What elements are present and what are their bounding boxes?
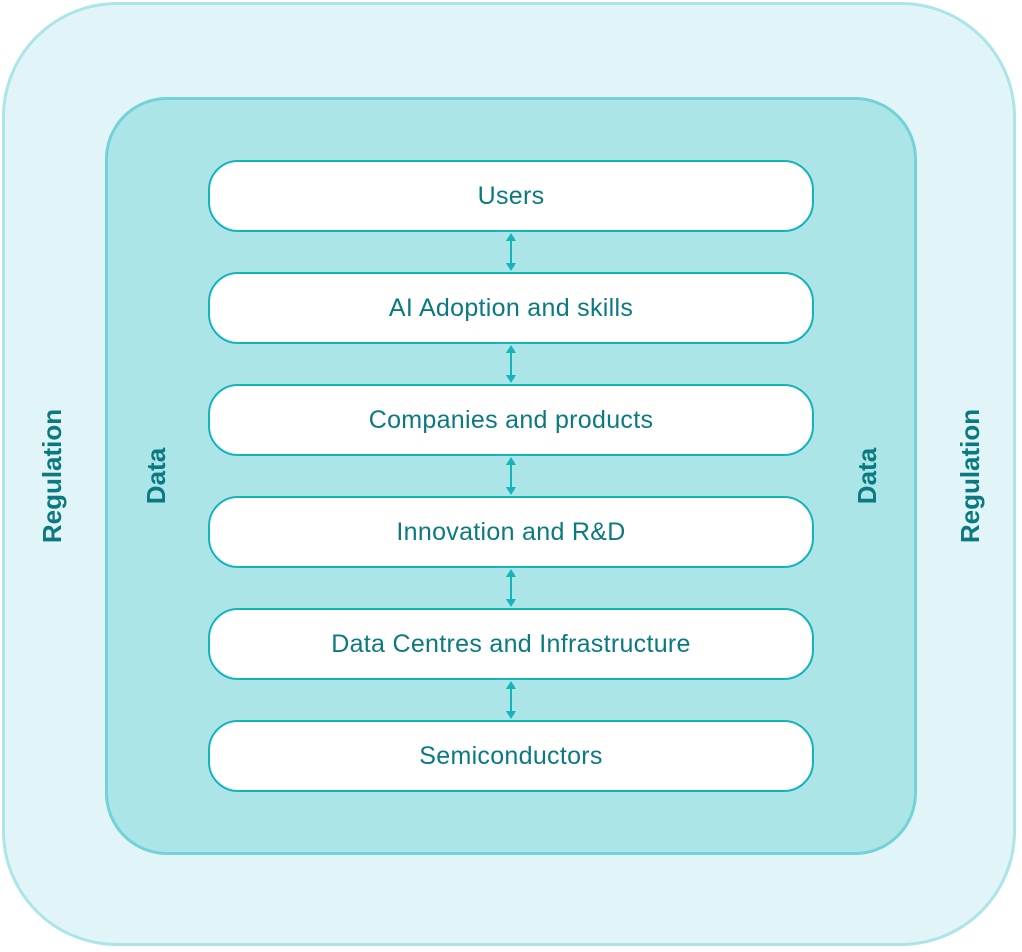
layer-users: Users	[208, 160, 814, 232]
layer-semiconductors: Semiconductors	[208, 720, 814, 792]
layer-companies: Companies and products	[208, 384, 814, 456]
layer-label: Users	[477, 181, 545, 210]
layer-label: Semiconductors	[419, 741, 603, 770]
data-label-left: Data	[141, 447, 171, 505]
double-arrow-icon	[506, 233, 516, 271]
layer-data-centres: Data Centres and Infrastructure	[208, 608, 814, 680]
regulation-label-right: Regulation	[955, 408, 985, 544]
layer-innovation: Innovation and R&D	[208, 496, 814, 568]
layer-label: Data Centres and Infrastructure	[331, 629, 691, 658]
layer-label: Innovation and R&D	[396, 517, 626, 546]
double-arrow-icon	[506, 457, 516, 495]
layer-label: AI Adoption and skills	[388, 293, 634, 322]
layer-ai-adoption: AI Adoption and skills	[208, 272, 814, 344]
data-label-right: Data	[852, 447, 882, 505]
double-arrow-icon	[506, 569, 516, 607]
layer-label: Companies and products	[368, 405, 654, 434]
regulation-label-left: Regulation	[37, 408, 67, 544]
double-arrow-icon	[506, 681, 516, 719]
double-arrow-icon	[506, 345, 516, 383]
